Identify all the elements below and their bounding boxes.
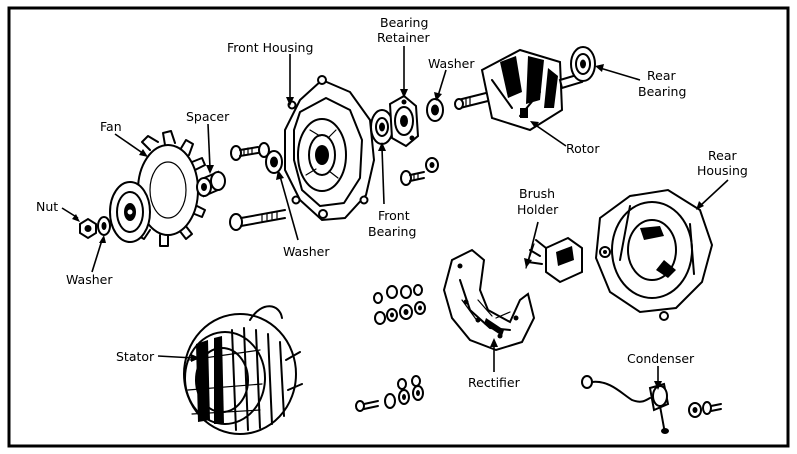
label-front-bearing-line2: Bearing <box>368 224 416 239</box>
label-rear-bearing-line2: Bearing <box>638 84 686 99</box>
label-stator: Stator <box>116 349 155 364</box>
rectifier-part <box>442 248 536 352</box>
rear-bearing-part <box>570 46 596 82</box>
front-housing-part <box>284 75 376 222</box>
bolt-part-upper <box>230 142 270 161</box>
label-bearing-retainer-line1: Bearing <box>380 15 428 30</box>
label-rear-bearing-line1: Rear <box>647 68 676 83</box>
label-rectifier: Rectifier <box>468 375 521 390</box>
label-front-bearing-line1: Front <box>378 208 410 223</box>
screw-set-lower <box>355 375 424 412</box>
label-brush-holder-line2: Holder <box>517 202 559 217</box>
condenser-part <box>581 375 722 434</box>
diagram-frame <box>7 6 790 448</box>
washer-part-small <box>97 216 111 236</box>
label-brush-holder-line1: Brush <box>519 186 555 201</box>
leader-lines <box>61 46 729 390</box>
label-front-housing: Front Housing <box>227 40 313 55</box>
brush-holder-part <box>525 236 583 284</box>
washer-part-front <box>265 150 283 174</box>
rotor-part <box>454 48 584 132</box>
label-spacer: Spacer <box>186 109 230 124</box>
spacer-part <box>196 170 226 198</box>
label-rear-housing-line1: Rear <box>708 148 737 163</box>
screw-part-mid <box>400 157 439 186</box>
screw-set-upper <box>373 284 426 325</box>
rear-housing-part <box>594 188 714 321</box>
part-labels: Nut Washer Fan Spacer Front Housing Wash… <box>36 15 748 390</box>
stator-part <box>183 305 303 435</box>
label-washer-top: Washer <box>428 56 475 71</box>
label-rear-housing-line2: Housing <box>697 163 748 178</box>
label-condenser: Condenser <box>627 351 695 366</box>
label-rotor: Rotor <box>566 141 600 156</box>
nut-part <box>79 217 97 240</box>
label-nut: Nut <box>36 199 58 214</box>
label-bearing-retainer-line2: Retainer <box>377 30 430 45</box>
bolt-part-lower <box>229 209 286 231</box>
fan-part <box>109 130 210 247</box>
label-fan: Fan <box>100 119 122 134</box>
label-washer-front: Washer <box>283 244 330 259</box>
washer-part-top <box>426 98 444 122</box>
label-washer-nut: Washer <box>66 272 113 287</box>
bearing-retainer-part <box>388 94 420 148</box>
